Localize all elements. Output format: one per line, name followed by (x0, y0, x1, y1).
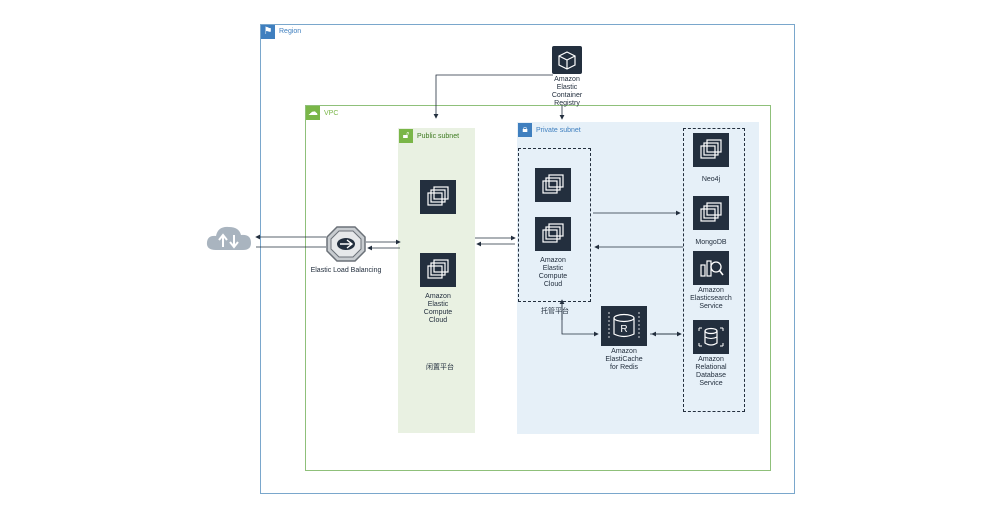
vpc-label: VPC (324, 110, 339, 117)
public-platform-annotation: 闲置平台 (426, 364, 454, 371)
datastores-group (683, 128, 745, 412)
rds-database-icon (693, 320, 729, 354)
private-platform-annotation: 托管平台 (541, 308, 569, 315)
ecr-label: Amazon Elastic Container Registry (551, 76, 583, 107)
mongodb-label: MongoDB (695, 239, 727, 246)
elasticsearch-icon (693, 251, 729, 285)
neo4j-label: Neo4j (701, 176, 721, 183)
redis-label: Amazon ElastiCache for Redis (605, 348, 643, 371)
region-group (260, 24, 795, 494)
ec2-instances-icon (693, 133, 729, 167)
ec2-instances-icon (420, 253, 456, 287)
private-subnet-label: Private subnet (536, 127, 581, 134)
rds-label: Amazon Relational Database Service (695, 356, 727, 387)
ecr-public-line (433, 74, 553, 119)
ec2-instances-icon (535, 168, 571, 202)
ec2-private-label: Amazon Elastic Compute Cloud (538, 257, 568, 288)
private-subnet-lock-icon: 🔒︎ (518, 123, 532, 137)
public-subnet-lock-icon: 🔓︎ (399, 129, 413, 143)
elb-label: Elastic Load Balancing (310, 267, 382, 274)
elasticsearch-label: Amazon Elasticsearch Service (690, 287, 732, 310)
ec2-instances-icon (693, 196, 729, 230)
vpc-cloud-icon: ☁ (306, 106, 320, 120)
cloud-upload-download-icon (204, 222, 254, 254)
region-label: Region (279, 28, 302, 35)
load-balancer-icon (325, 225, 367, 263)
ec2-instances-icon (535, 217, 571, 251)
vpc-group (305, 105, 771, 471)
ec2-autoscaling-group (518, 148, 591, 302)
ec2-public-label: Amazon Elastic Compute Cloud (423, 293, 453, 324)
elasticache-redis-icon: R (601, 306, 647, 346)
region-flag-icon: ⚑ (261, 25, 275, 39)
public-subnet-label: Public subnet (417, 133, 460, 140)
svg-text:R: R (620, 324, 627, 335)
ec2-instances-icon (420, 180, 456, 214)
container-registry-icon (552, 46, 582, 74)
